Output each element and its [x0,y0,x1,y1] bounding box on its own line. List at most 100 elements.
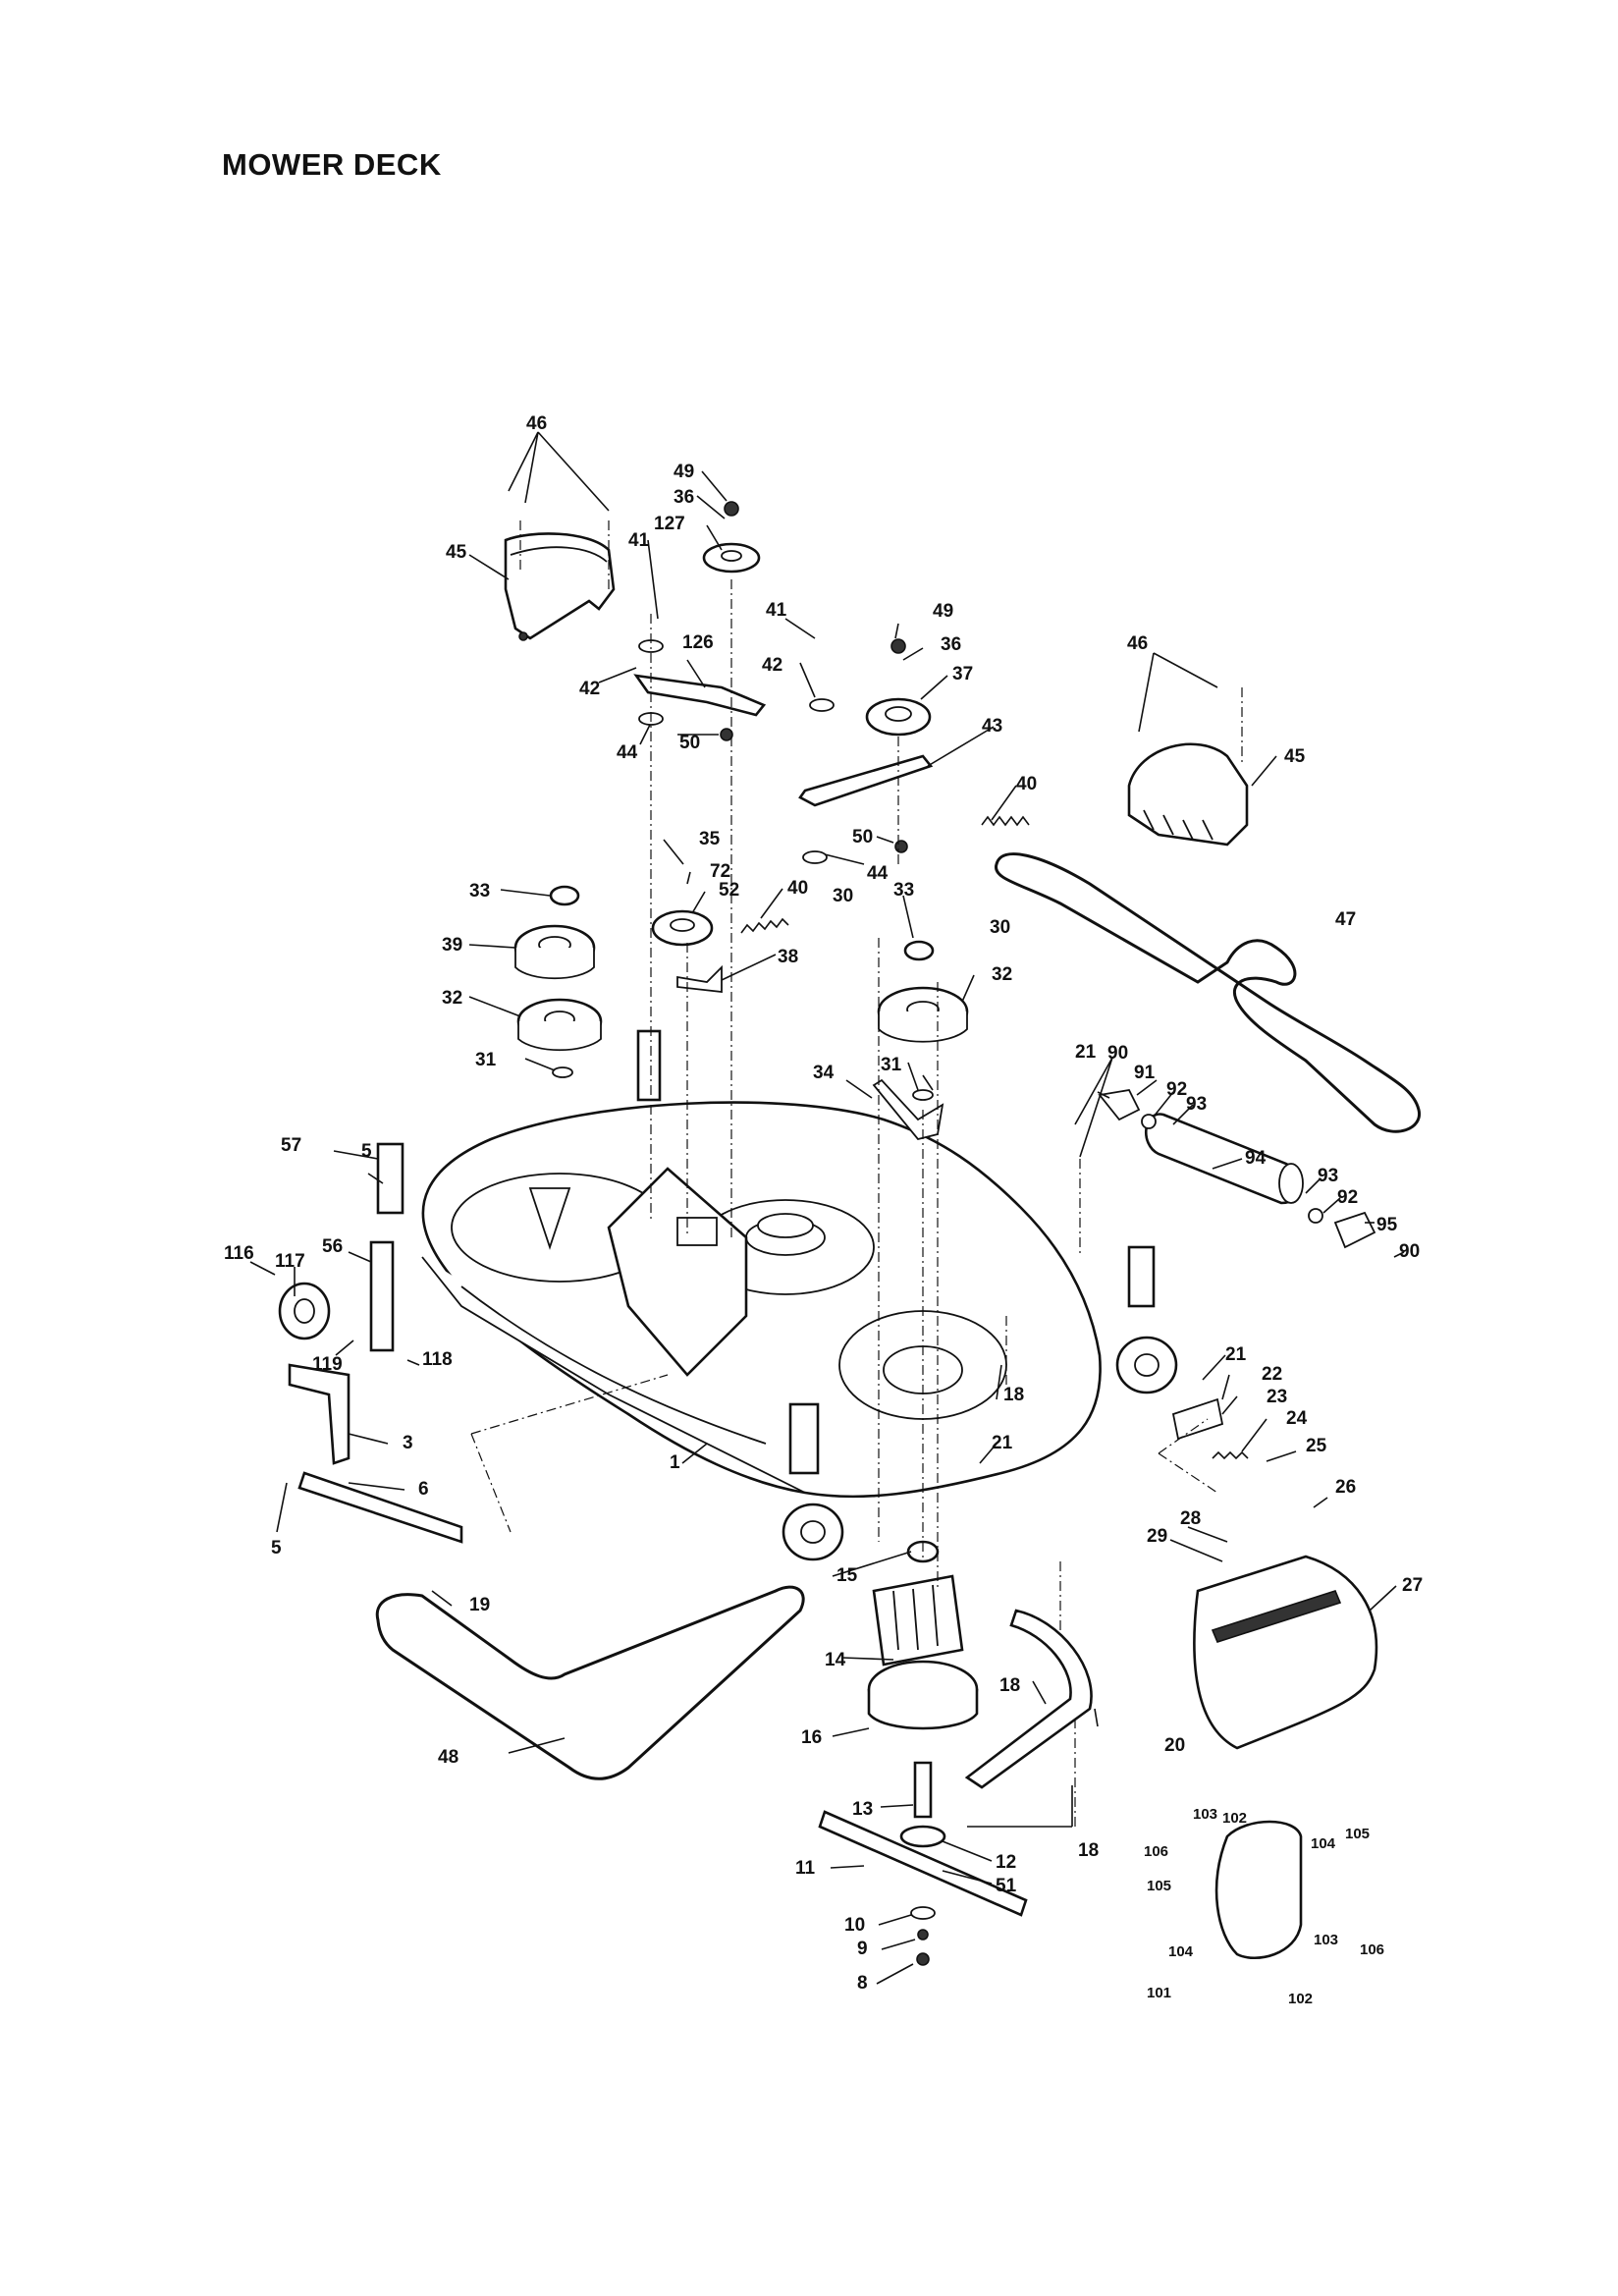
discharge-chute-27 [1193,1555,1378,1750]
callout-127: 127 [654,514,685,534]
callout-93-bottom: 93 [1318,1166,1338,1186]
callout-52: 52 [719,880,739,901]
page-title: MOWER DECK [222,147,442,182]
callout-8: 8 [857,1973,868,1994]
callout-48: 48 [438,1747,458,1768]
bolt-8 [916,1952,930,1966]
callout-41: 41 [628,530,650,551]
callout-106-left: 106 [1144,1843,1168,1860]
callout-92-top: 92 [1166,1079,1187,1100]
callout-22: 22 [1262,1364,1282,1385]
callout-30-right: 30 [990,917,1010,938]
nut-49-right [890,638,906,654]
callout-118: 118 [422,1349,453,1370]
callout-43: 43 [982,716,1002,737]
callout-33-right: 33 [893,880,914,901]
bolt-50-left [720,728,733,741]
left-belt-cover [504,532,616,641]
callout-11: 11 [795,1858,816,1879]
callout-33: 33 [469,881,490,902]
callout-32: 32 [442,988,462,1009]
callout-10: 10 [844,1915,865,1936]
belt-48 [375,1585,805,1780]
callout-94: 94 [1245,1148,1267,1169]
callout-14: 14 [825,1650,846,1670]
callout-31: 31 [475,1050,497,1070]
spring-40-mid [740,917,789,934]
callout-30: 30 [833,886,853,906]
spindle-shaft-13 [913,1761,933,1819]
callout-95: 95 [1376,1215,1398,1235]
callout-117: 117 [275,1251,305,1272]
spring-40-top [981,815,1030,827]
callout-44-right: 44 [867,863,889,884]
callout-18-bottom: 18 [1078,1840,1099,1861]
callout-50: 50 [679,733,700,753]
callout-labels: 46 45 49 36 127 41 126 42 50 44 41 42 49… [224,413,1423,2007]
callout-90-top: 90 [1107,1043,1128,1064]
callout-105-right: 105 [1345,1826,1370,1842]
callout-36-right: 36 [941,634,961,655]
washer-92-left [1141,1114,1157,1129]
callout-41-right: 41 [766,600,787,621]
deck-wheel-rear [1115,1336,1178,1394]
callout-28: 28 [1180,1508,1201,1529]
callout-12: 12 [996,1852,1016,1873]
callout-23: 23 [1267,1387,1287,1407]
pulley-127 [702,542,761,574]
leader-lines [249,431,1405,1985]
washer-42-right [809,698,835,712]
callout-104-left: 104 [1168,1943,1194,1960]
washer-31-right [912,1089,934,1101]
spindle-housing-14 [872,1574,964,1667]
callout-9: 9 [857,1939,868,1959]
bracket-91 [1098,1089,1141,1121]
deck-housing [376,1029,1178,1561]
callout-26: 26 [1335,1477,1356,1498]
callout-6: 6 [418,1479,429,1500]
belt-47 [995,852,1421,1133]
callout-34: 34 [813,1063,835,1083]
washer-31-left [552,1066,573,1078]
link-6 [297,1471,463,1544]
callout-104-right: 104 [1311,1835,1336,1852]
right-belt-cover [1127,742,1249,847]
callout-39: 39 [442,935,462,956]
callout-102-top: 102 [1222,1810,1247,1827]
callout-119: 119 [312,1354,343,1375]
callout-35: 35 [699,829,721,849]
callout-46: 46 [526,413,547,434]
callout-18-top: 18 [1003,1385,1024,1405]
callout-49: 49 [674,462,694,482]
callout-37: 37 [952,664,973,684]
callout-57: 57 [281,1135,301,1156]
callout-15: 15 [836,1565,858,1586]
bolt-50-right [894,840,908,853]
callout-21-right: 21 [1225,1344,1247,1365]
callout-44: 44 [617,742,638,763]
bracket-34 [872,1078,944,1141]
callout-45-right: 45 [1284,746,1306,767]
callout-126: 126 [682,632,714,653]
callout-16: 16 [801,1727,822,1748]
callout-45: 45 [446,542,467,563]
callout-103-top: 103 [1193,1806,1217,1823]
callout-72: 72 [710,861,730,882]
pulley-32-left [516,998,603,1052]
washer-9 [917,1929,929,1941]
callout-32-right: 32 [992,964,1012,985]
callout-3: 3 [403,1433,413,1453]
callout-31-right: 31 [881,1055,902,1075]
callout-46-right: 46 [1127,633,1148,654]
pulley-32-right [877,986,969,1043]
callout-5-bottom: 5 [271,1538,282,1558]
bracket-38 [676,964,723,994]
pulley-52 [651,909,714,947]
callout-50-right: 50 [852,827,873,847]
nut-49-left [724,501,739,517]
bracket-23 [1171,1397,1224,1441]
callout-93-top: 93 [1186,1094,1207,1115]
bracket-95 [1333,1211,1376,1249]
mulch-cover-101 [1214,1820,1303,1959]
